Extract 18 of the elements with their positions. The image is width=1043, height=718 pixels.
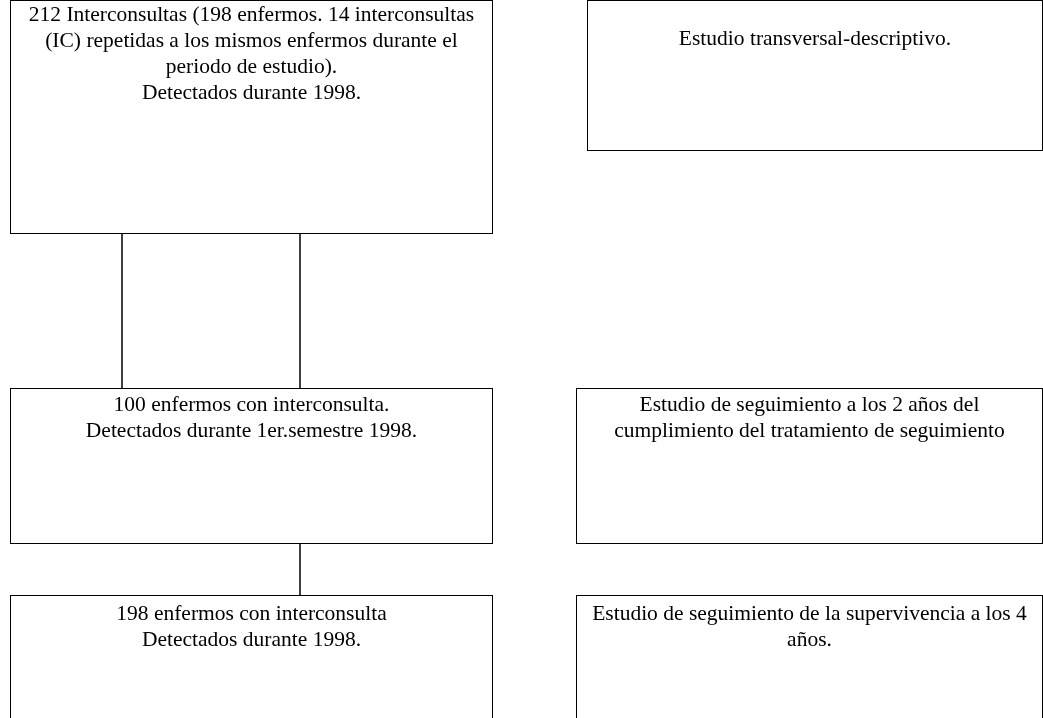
text-box [587, 0, 1043, 151]
text-box [10, 595, 493, 718]
text-box [576, 595, 1043, 718]
box-text: Detectados durante 1er.semestre 1998. [85, 417, 418, 443]
connector-line [299, 233, 301, 389]
box-text: Estudio transversal-descriptivo. [678, 25, 952, 51]
text-box [10, 388, 493, 544]
text-box [10, 0, 493, 234]
box-text: Estudio de seguimiento a los 2 años del cumplimiento del tratamiento de seguimiento [613, 391, 1006, 443]
box-text: Detectados durante 1998. [141, 626, 362, 652]
box-text: 212 Interconsultas (198 enfermos. 14 interconsultas (IC) repetidas a los mismos enfermos durante el periodo de estudio). [27, 1, 476, 79]
box-text: 198 enfermos con interconsulta [116, 600, 387, 626]
box-text: Estudio de seguimiento de la supervivencia a los 4 años. [591, 600, 1028, 652]
connector-line [299, 543, 301, 596]
box-text: Detectados durante 1998. [141, 79, 362, 105]
box-text: 100 enfermos con interconsulta. [113, 391, 390, 417]
text-box [576, 388, 1043, 544]
connector-line [121, 233, 123, 389]
